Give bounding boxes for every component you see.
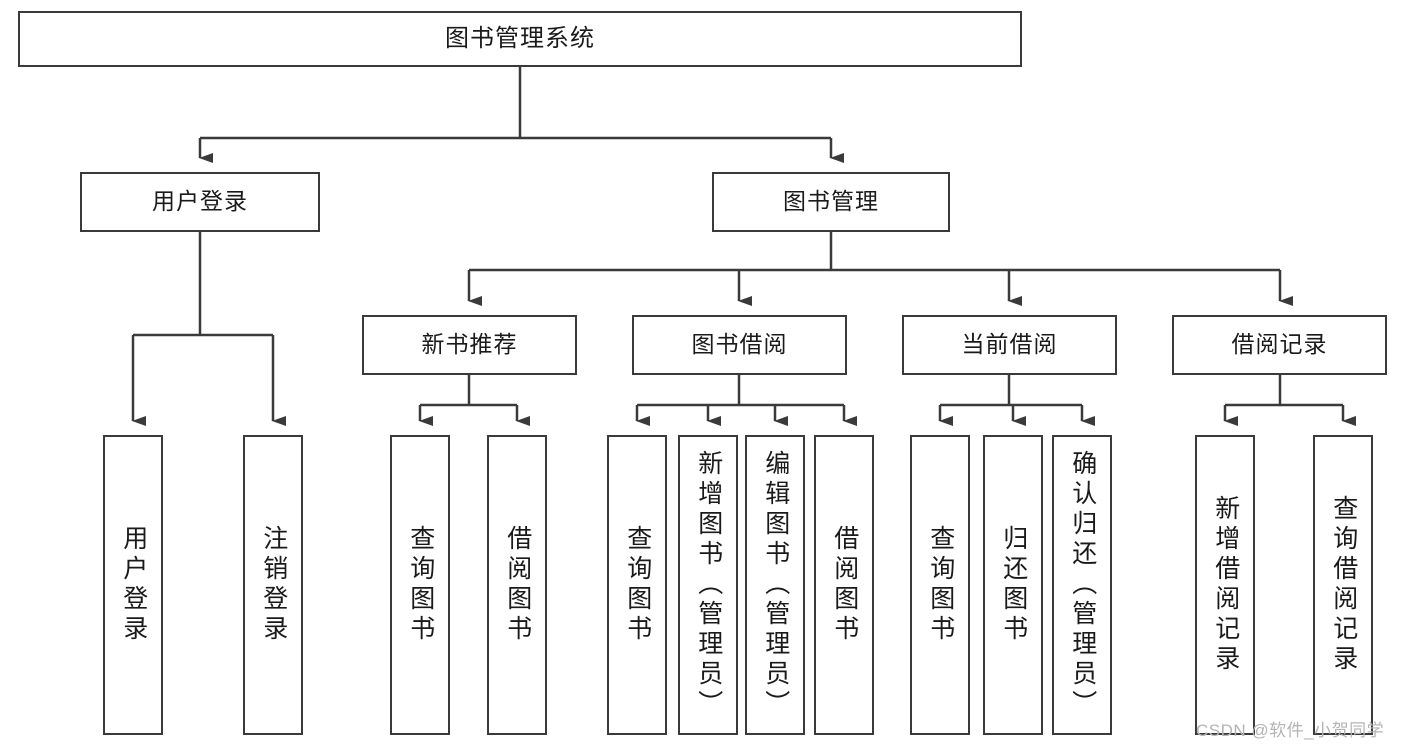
leaf-label: 用户登录 — [119, 525, 148, 645]
leaf-add-book-admin[interactable]: 新增图书（管理员） — [678, 435, 738, 735]
node-book-management[interactable]: 图书管理 — [712, 172, 950, 232]
node-book-borrow[interactable]: 图书借阅 — [632, 315, 847, 375]
leaf-label: 查询图书 — [406, 525, 435, 645]
node-borrow-record[interactable]: 借阅记录 — [1172, 315, 1387, 375]
leaf-label: 借阅图书 — [830, 525, 859, 645]
leaf-label: 借阅图书 — [503, 525, 532, 645]
node-root-book-management-system[interactable]: 图书管理系统 — [18, 11, 1022, 67]
leaf-label: 注销登录 — [259, 525, 288, 645]
leaf-label: 新增图书（管理员） — [694, 450, 723, 720]
leaf-label: 归还图书 — [999, 525, 1028, 645]
leaf-confirm-return-admin[interactable]: 确认归还（管理员） — [1052, 435, 1112, 735]
leaf-add-borrow-record[interactable]: 新增借阅记录 — [1195, 435, 1255, 735]
leaf-label: 查询借阅记录 — [1329, 495, 1358, 675]
leaf-query-book-current[interactable]: 查询图书 — [910, 435, 970, 735]
leaf-label: 新增借阅记录 — [1211, 495, 1240, 675]
leaf-label: 编辑图书（管理员） — [761, 450, 790, 720]
leaf-user-login[interactable]: 用户登录 — [103, 435, 163, 735]
leaf-return-book[interactable]: 归还图书 — [983, 435, 1043, 735]
node-new-book-recommend[interactable]: 新书推荐 — [362, 315, 577, 375]
leaf-label: 查询图书 — [926, 525, 955, 645]
csdn-watermark: CSDN @软件_小贺同学 — [1196, 721, 1385, 740]
leaf-borrow-book-recommend[interactable]: 借阅图书 — [487, 435, 547, 735]
leaf-logout-login[interactable]: 注销登录 — [243, 435, 303, 735]
leaf-query-book-borrow[interactable]: 查询图书 — [607, 435, 667, 735]
leaf-label: 确认归还（管理员） — [1068, 450, 1097, 720]
leaf-query-borrow-record[interactable]: 查询借阅记录 — [1313, 435, 1373, 735]
node-user-login[interactable]: 用户登录 — [80, 172, 320, 232]
leaf-label: 查询图书 — [623, 525, 652, 645]
leaf-edit-book-admin[interactable]: 编辑图书（管理员） — [745, 435, 805, 735]
leaf-query-book-recommend[interactable]: 查询图书 — [390, 435, 450, 735]
leaf-borrow-book[interactable]: 借阅图书 — [814, 435, 874, 735]
node-current-borrow[interactable]: 当前借阅 — [902, 315, 1117, 375]
